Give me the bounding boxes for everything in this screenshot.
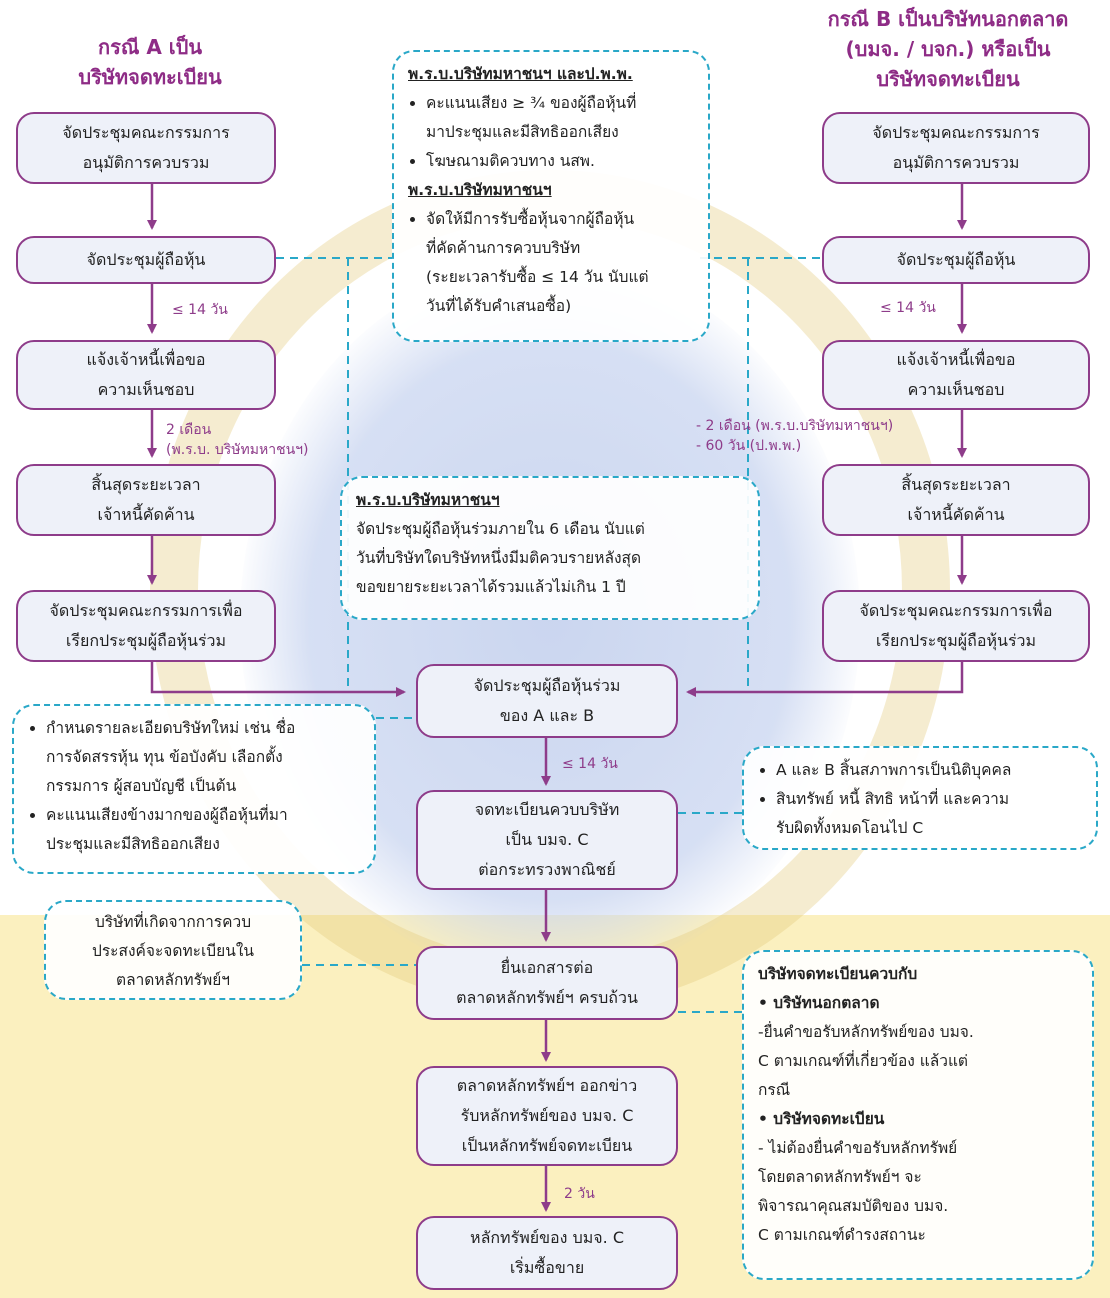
- note-law-requirements: พ.ร.บ.บริษัทมหาชนฯ และป.พ.พ. คะแนนเสียง …: [392, 50, 710, 342]
- note-bottom-right-heading: บริษัทจดทะเบียนควบกับ: [758, 965, 918, 983]
- arrow-left-to-center: [150, 662, 406, 697]
- case-b-heading: กรณี B เป็นบริษัทนอกตลาด (บมจ. / บจก.) ห…: [827, 7, 1069, 91]
- note-top-list-1: คะแนนเสียง ≥ ¾ ของผู้ถือหุ้นที่ มาประชุม…: [408, 89, 694, 176]
- note-bottom-right-text-2: - ไม่ต้องยื่นคำขอรับหลักทรัพย์ โดยตลาดหล…: [758, 1139, 958, 1244]
- note-bottom-right-text-1: -ยื่นคำขอรับหลักทรัพย์ของ บมจ. C ตามเกณฑ…: [758, 1023, 974, 1099]
- label-left-2-months: 2 เดือน (พ.ร.บ. บริษัทมหาชนฯ): [166, 422, 309, 458]
- note-bottom-right-sub-1: • บริษัทนอกตลาด: [758, 994, 880, 1012]
- note-right-list: A และ B สิ้นสภาพการเป็นนิติบุคคล สินทรัพ…: [758, 756, 1082, 843]
- note-left-item: คะแนนเสียงข้างมากของผู้ถือหุ้นที่มา ประช…: [46, 801, 360, 859]
- note-left-item: กำหนดรายละเอียดบริษัทใหม่ เช่น ชื่อ การจ…: [46, 714, 360, 801]
- note-bottom-right-sub-2: • บริษัทจดทะเบียน: [758, 1110, 885, 1128]
- right-step-objection-period-end: สิ้นสุดระยะเวลา เจ้าหนี้คัดค้าน: [822, 464, 1090, 536]
- right-step-board-call-joint-meeting: จัดประชุมคณะกรรมการเพื่อ เรียกประชุมผู้ถ…: [822, 590, 1090, 662]
- left-step-notify-creditors: แจ้งเจ้าหนี้เพื่อขอ ความเห็นชอบ: [16, 340, 276, 410]
- note-top-item: จัดให้มีการรับซื้อหุ้นจากผู้ถือหุ้น ที่ค…: [426, 205, 694, 321]
- note-left-list: กำหนดรายละเอียดบริษัทใหม่ เช่น ชื่อ การจ…: [28, 714, 360, 859]
- left-step-board-call-joint-meeting: จัดประชุมคณะกรรมการเพื่อ เรียกประชุมผู้ถ…: [16, 590, 276, 662]
- note-top-item: โฆษณามติควบทาง นสพ.: [426, 147, 694, 176]
- note-joint-meeting-deadline: พ.ร.บ.บริษัทมหาชนฯ จัดประชุมผู้ถือหุ้นร่…: [340, 476, 760, 620]
- note-top-heading-1: พ.ร.บ.บริษัทมหาชนฯ และป.พ.พ.: [408, 65, 633, 83]
- center-step-submit-documents: ยื่นเอกสารต่อ ตลาดหลักทรัพย์ฯ ครบถ้วน: [416, 946, 678, 1020]
- note-top-list-2: จัดให้มีการรับซื้อหุ้นจากผู้ถือหุ้น ที่ค…: [408, 205, 694, 321]
- note-right-item: สินทรัพย์ หนี้ สิทธิ หน้าที่ และความ รับ…: [776, 785, 1082, 843]
- note-new-company-details: กำหนดรายละเอียดบริษัทใหม่ เช่น ชื่อ การจ…: [12, 704, 376, 874]
- case-a-heading: กรณี A เป็น บริษัทจดทะเบียน: [78, 35, 222, 89]
- left-step-shareholder-meeting: จัดประชุมผู้ถือหุ้น: [16, 236, 276, 284]
- note-top-heading-2: พ.ร.บ.บริษัทมหาชนฯ: [408, 181, 552, 199]
- note-listed-company-merger: บริษัทจดทะเบียนควบกับ • บริษัทนอกตลาด -ย…: [742, 950, 1094, 1280]
- note-middle-text: จัดประชุมผู้ถือหุ้นร่วมภายใน 6 เดือน นับ…: [356, 520, 645, 596]
- note-bottom-left-text: บริษัทที่เกิดจากการควบ ประสงค์จะจดทะเบีย…: [92, 913, 254, 989]
- center-step-set-announcement: ตลาดหลักทรัพย์ฯ ออกข่าว รับหลักทรัพย์ของ…: [416, 1066, 678, 1166]
- left-step-board-approval: จัดประชุมคณะกรรมการ อนุมัติการควบรวม: [16, 112, 276, 184]
- arrow-right-to-center: [686, 662, 964, 697]
- note-dissolution: A และ B สิ้นสภาพการเป็นนิติบุคคล สินทรัพ…: [742, 746, 1098, 850]
- note-top-item: คะแนนเสียง ≥ ¾ ของผู้ถือหุ้นที่ มาประชุม…: [426, 89, 694, 147]
- center-step-register-merger: จดทะเบียนควบบริษัท เป็น บมจ. C ต่อกระทรว…: [416, 790, 678, 890]
- left-step-objection-period-end: สิ้นสุดระยะเวลา เจ้าหนี้คัดค้าน: [16, 464, 276, 536]
- right-step-shareholder-meeting: จัดประชุมผู้ถือหุ้น: [822, 236, 1090, 284]
- note-middle-heading: พ.ร.บ.บริษัทมหาชนฯ: [356, 491, 500, 509]
- center-step-joint-meeting: จัดประชุมผู้ถือหุ้นร่วม ของ A และ B: [416, 664, 678, 738]
- label-center-2-days: 2 วัน: [564, 1186, 595, 1202]
- label-center-14-days: ≤ 14 วัน: [562, 756, 618, 772]
- note-listing-intent: บริษัทที่เกิดจากการควบ ประสงค์จะจดทะเบีย…: [44, 900, 302, 1000]
- note-right-item: A และ B สิ้นสภาพการเป็นนิติบุคคล: [776, 756, 1082, 785]
- label-right-14-days: ≤ 14 วัน: [880, 300, 936, 316]
- center-step-trading-start: หลักทรัพย์ของ บมจ. C เริ่มซื้อขาย: [416, 1216, 678, 1290]
- label-left-14-days: ≤ 14 วัน: [172, 302, 228, 318]
- label-right-2-months: - 2 เดือน (พ.ร.บ.บริษัทมหาชนฯ) - 60 วัน …: [696, 418, 894, 454]
- right-step-notify-creditors: แจ้งเจ้าหนี้เพื่อขอ ความเห็นชอบ: [822, 340, 1090, 410]
- right-step-board-approval: จัดประชุมคณะกรรมการ อนุมัติการควบรวม: [822, 112, 1090, 184]
